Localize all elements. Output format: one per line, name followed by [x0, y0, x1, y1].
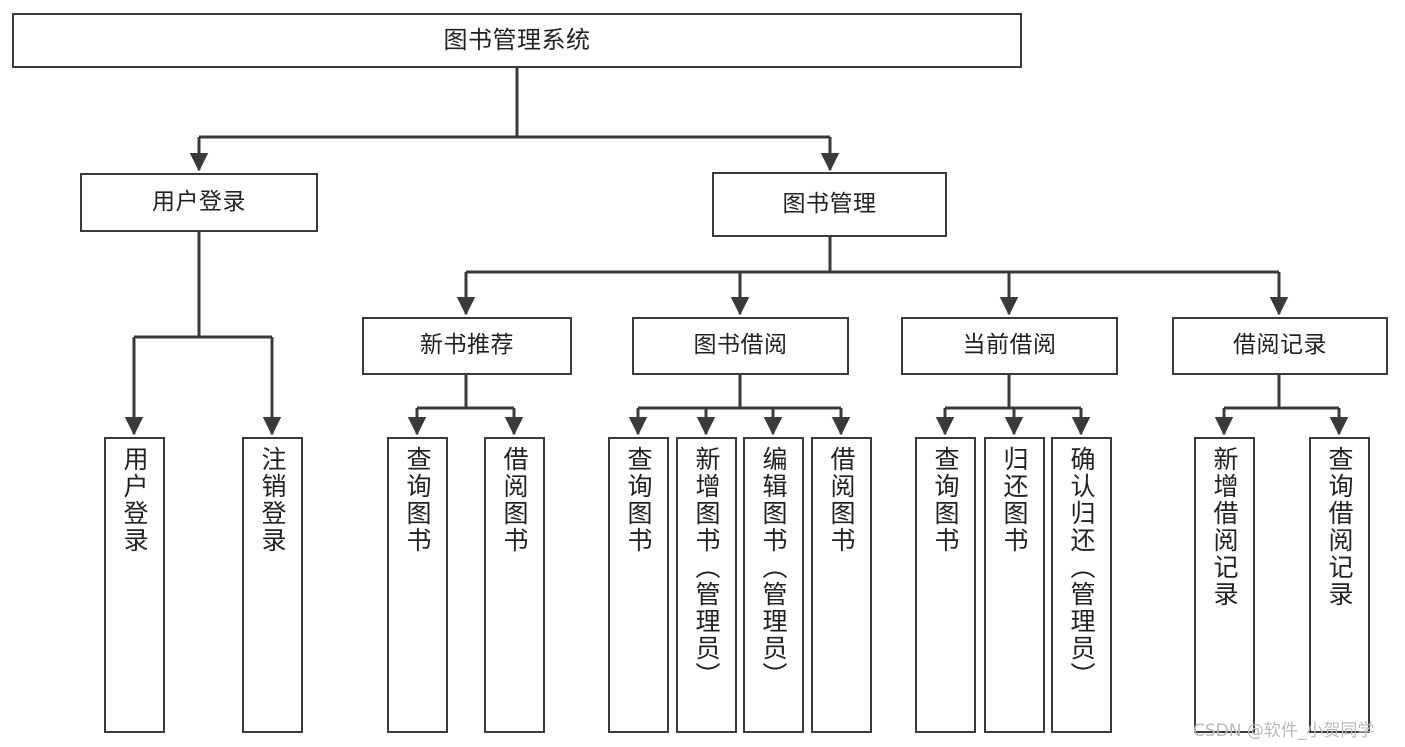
- node-leaf-add-book-admin[interactable]: 新增图书（管理员）: [676, 437, 737, 733]
- node-leaf-confirm-return-admin[interactable]: 确认归还（管理员）: [1051, 437, 1112, 733]
- node-label: 图书管理: [782, 190, 877, 217]
- node-book-borrow[interactable]: 图书借阅: [632, 317, 849, 375]
- node-label: 借阅记录: [1233, 332, 1327, 359]
- node-label: 新增图书（管理员）: [692, 446, 721, 689]
- node-label: 用户登录: [120, 446, 149, 554]
- node-borrow-record[interactable]: 借阅记录: [1172, 317, 1388, 375]
- node-user-login[interactable]: 用户登录: [80, 173, 318, 232]
- node-label: 注销登录: [258, 446, 287, 554]
- node-root-book-management-system[interactable]: 图书管理系统: [12, 13, 1022, 68]
- node-leaf-borrow-book-borrow[interactable]: 借阅图书: [811, 437, 872, 733]
- node-label: 当前借阅: [962, 332, 1057, 359]
- node-label: 借阅图书: [500, 446, 529, 554]
- node-label: 新增借阅记录: [1210, 446, 1239, 608]
- node-leaf-query-book-borrow[interactable]: 查询图书: [608, 437, 669, 733]
- node-label: 借阅图书: [827, 446, 856, 554]
- node-leaf-add-borrow-record[interactable]: 新增借阅记录: [1194, 437, 1255, 733]
- node-leaf-logout-login[interactable]: 注销登录: [242, 437, 303, 733]
- node-label: 查询图书: [931, 446, 960, 554]
- node-leaf-edit-book-admin[interactable]: 编辑图书（管理员）: [743, 437, 804, 733]
- node-current-borrow[interactable]: 当前借阅: [901, 317, 1118, 375]
- node-label: 新书推荐: [420, 332, 514, 359]
- csdn-watermark: CSDN @软件_小贺同学: [1193, 721, 1375, 741]
- node-leaf-query-book-recommend[interactable]: 查询图书: [387, 437, 448, 733]
- node-label: 查询借阅记录: [1325, 446, 1354, 608]
- node-label: 编辑图书（管理员）: [759, 446, 788, 689]
- node-label: 归还图书: [1000, 446, 1029, 554]
- node-label: 用户登录: [152, 188, 246, 215]
- node-leaf-query-book-current[interactable]: 查询图书: [915, 437, 976, 733]
- node-label: 图书借阅: [693, 332, 788, 359]
- node-label: 确认归还（管理员）: [1067, 446, 1096, 689]
- node-label: 图书管理系统: [443, 26, 591, 55]
- node-leaf-user-login[interactable]: 用户登录: [104, 437, 165, 733]
- node-leaf-query-borrow-record[interactable]: 查询借阅记录: [1309, 437, 1370, 733]
- node-new-book-recommend[interactable]: 新书推荐: [362, 317, 572, 375]
- node-leaf-borrow-book-recommend[interactable]: 借阅图书: [484, 437, 545, 733]
- node-label: 查询图书: [403, 446, 432, 554]
- node-book-management[interactable]: 图书管理: [712, 172, 947, 237]
- node-leaf-return-book[interactable]: 归还图书: [984, 437, 1045, 733]
- node-label: 查询图书: [624, 446, 653, 554]
